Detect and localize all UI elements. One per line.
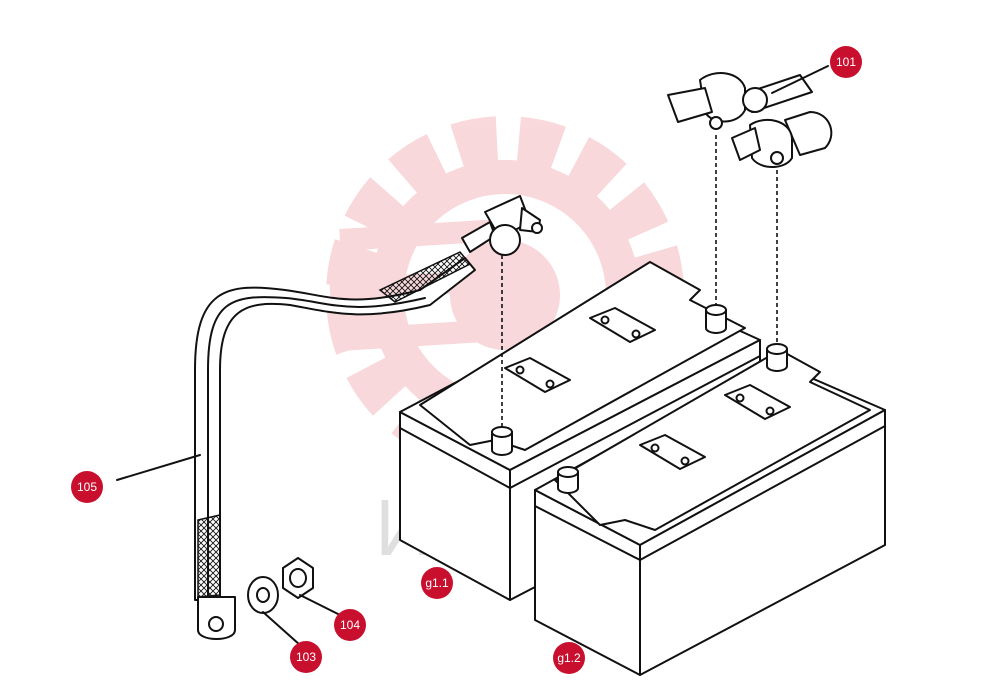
nut-104 (282, 557, 314, 599)
callout-101[interactable]: 101 (830, 46, 862, 78)
callout-badge (830, 46, 862, 78)
callout-badge (421, 567, 453, 599)
callout-badge (553, 642, 585, 674)
ground-strap (194, 195, 543, 640)
washer-103 (247, 576, 279, 614)
callout-label: 103 (296, 650, 316, 664)
leader-105 (116, 454, 201, 481)
callout-label: 104 (340, 618, 360, 632)
callout-label: 101 (836, 55, 856, 69)
callout-badge (71, 471, 103, 503)
callout-105[interactable]: 105 (71, 471, 103, 503)
callout-label: g1.2 (557, 651, 581, 665)
battery-g1-2 (534, 343, 886, 676)
callout-label: 105 (77, 480, 97, 494)
callout-badge (290, 641, 322, 673)
leader-101 (771, 65, 829, 94)
leader-103 (262, 611, 301, 646)
terminal-cable-101 (667, 72, 833, 168)
callout-label: g1.1 (425, 576, 449, 590)
callout-g1-2[interactable]: g1.2 (553, 642, 585, 674)
callout-g1-1[interactable]: g1.1 (421, 567, 453, 599)
callout-badge (334, 609, 366, 641)
leader-104 (299, 594, 341, 616)
callout-104[interactable]: 104 (334, 609, 366, 641)
callout-103[interactable]: 103 (290, 641, 322, 673)
